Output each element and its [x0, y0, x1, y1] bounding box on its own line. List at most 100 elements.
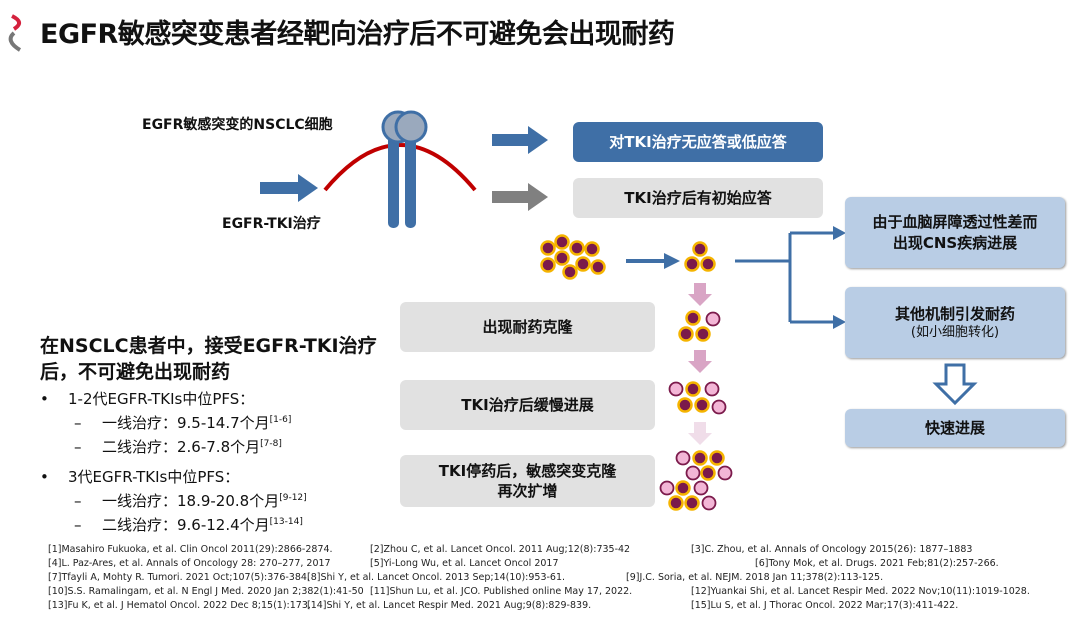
reference: [7]Tfayli A, Mohty R. Tumori. 2021 Oct;1… [48, 572, 310, 583]
item-text: 二线治疗：2.6-7.8个月 [102, 438, 261, 456]
reference: [13]Fu K, et al. J Hematol Oncol. 2022 D… [48, 600, 311, 611]
sensitive-cell-icon [554, 234, 570, 250]
logo-icon [8, 14, 22, 52]
cns-progression-box: 由于血脑屏障透过性差而 出现CNS疾病进展 [845, 197, 1065, 268]
sensitive-cell-icon [685, 310, 701, 326]
group-label: 1-2代EGFR-TKIs中位PFS： [68, 390, 255, 408]
item-text: 二线治疗：9.6-12.4个月 [102, 516, 270, 534]
pfs-item: –二线治疗：2.6-7.8个月[7-8] [74, 438, 282, 456]
pfs-group: •3代EGFR-TKIs中位PFS： [40, 468, 240, 486]
resistant-cell-icon [704, 381, 720, 397]
heading-line1: 在NSCLC患者中，接受EGFR-TKI治疗 [40, 335, 377, 357]
sensitive-cell-icon [584, 241, 600, 257]
sensitive-cell-icon [675, 480, 691, 496]
sensitive-cell-icon [677, 397, 693, 413]
citation: [7-8] [260, 439, 282, 449]
resistant-cell-icon [711, 399, 727, 415]
resistant-cell-icon [701, 495, 717, 511]
reexpansion-box: TKI停药后，敏感突变克隆 再次扩增 [400, 455, 655, 507]
slow-progression-box: TKI治疗后缓慢进展 [400, 380, 655, 430]
arrow-initial-response-icon [492, 183, 548, 211]
arrow-shrink-icon [626, 253, 680, 269]
sensitive-cell-icon [685, 381, 701, 397]
pink-down-arrow-icon [688, 283, 712, 306]
cell-label: EGFR敏感突变的NSCLC细胞 [142, 117, 333, 133]
egfr-receptor-icon [381, 110, 428, 228]
group-label: 3代EGFR-TKIs中位PFS： [68, 468, 240, 486]
reference: [14]Shi Y, et al. Lancet Respir Med. 202… [307, 600, 592, 611]
sensitive-cell-icon [540, 257, 556, 273]
sensitive-cell-icon [692, 241, 708, 257]
sensitive-cell-icon [668, 495, 684, 511]
initial-response-box: TKI治疗后有初始应答 [573, 178, 823, 218]
resistant-clone-box: 出现耐药克隆 [400, 302, 655, 352]
sensitive-cell-icon [575, 256, 591, 272]
bracket-connector [735, 231, 835, 324]
citation: [13-14] [269, 517, 303, 527]
treatment-arrow-icon [260, 174, 318, 202]
sensitive-cell-icon [554, 250, 570, 266]
sensitive-cell-icon [569, 240, 585, 256]
reference: [10]S.S. Ramalingam, et al. N Engl J Med… [48, 586, 364, 597]
reference: [4]L. Paz-Ares, et al. Annals of Oncolog… [48, 558, 331, 569]
resistant-cell-icon [717, 465, 733, 481]
heading-line2: 后，不可避免出现耐药 [40, 361, 231, 383]
other-line1: 其他机制引发耐药 [894, 304, 1015, 323]
sensitive-cell-icon [692, 450, 708, 466]
sensitive-cell-icon [709, 450, 725, 466]
resistant-cell-icon [705, 311, 721, 327]
citation: [9-12] [279, 493, 307, 503]
reference: [15]Lu S, et al. J Thorac Oncol. 2022 Ma… [691, 600, 959, 611]
pink-down-arrow-icon [688, 422, 712, 445]
sensitive-cell-icon [700, 256, 716, 272]
citation: [1-6] [269, 415, 292, 425]
sensitive-cell-icon [590, 259, 606, 275]
sensitive-cell-icon [678, 326, 694, 342]
sensitive-cell-icon [684, 495, 700, 511]
cell-membrane [323, 143, 477, 192]
pfs-item: –二线治疗：9.6-12.4个月[13-14] [74, 516, 303, 534]
pfs-group: •1-2代EGFR-TKIs中位PFS： [40, 390, 255, 408]
sensitive-cell-icon [562, 264, 578, 280]
reference: [5]Yi-Long Wu, et al. Lancet Oncol 2017 [370, 558, 559, 569]
reference: [11]Shun Lu, et al. JCO. Published onlin… [370, 586, 633, 597]
reference: [8]Shi Y, et al. Lancet Oncol. 2013 Sep;… [307, 572, 566, 583]
pfs-item: –一线治疗：9.5-14.7个月[1-6] [74, 414, 292, 432]
reexpansion-line2: 再次扩增 [497, 482, 558, 500]
sensitive-cell-icon [694, 397, 710, 413]
resistant-cell-icon [668, 381, 684, 397]
item-text: 一线治疗：9.5-14.7个月 [102, 414, 270, 432]
reference: [9]J.C. Soria, et al. NEJM. 2018 Jan 11;… [626, 572, 884, 583]
reference: [12]Yuankai Shi, et al. Lancet Respir Me… [691, 586, 1030, 597]
arrow-cns-icon [833, 226, 846, 240]
pink-down-arrow-icon [688, 350, 712, 373]
cns-line2: 出现CNS疾病进展 [892, 233, 1018, 252]
item-text: 一线治疗：18.9-20.8个月 [102, 492, 280, 510]
reference: [1]Masahiro Fukuoka, et al. Clin Oncol 2… [48, 544, 333, 555]
page-title: EGFR敏感突变患者经靶向治疗后不可避免会出现耐药 [40, 19, 675, 50]
pfs-list: •1-2代EGFR-TKIs中位PFS： –一线治疗：9.5-14.7个月[1-… [40, 389, 307, 536]
arrow-no-response-icon [492, 126, 548, 154]
left-heading: 在NSCLC患者中，接受EGFR-TKI治疗 后，不可避免出现耐药 [40, 333, 377, 385]
cns-line1: 由于血脑屏障透过性差而 [872, 213, 1038, 232]
no-response-box: 对TKI治疗无应答或低应答 [573, 122, 823, 162]
other-line2: (如小细胞转化) [910, 324, 1000, 340]
reference: [6]Tony Mok, et al. Drugs. 2021 Feb;81(2… [755, 558, 999, 569]
pfs-item: –一线治疗：18.9-20.8个月[9-12] [74, 492, 307, 510]
rapid-progression-box: 快速进展 [845, 409, 1065, 447]
treatment-label: EGFR-TKI治疗 [222, 216, 321, 232]
sensitive-cell-icon [684, 256, 700, 272]
resistant-cell-icon [659, 480, 675, 496]
reexpansion-line1: TKI停药后，敏感突变克隆 [438, 461, 617, 480]
resistant-cell-icon [693, 480, 709, 496]
arrow-other-icon [833, 315, 846, 329]
reference: [3]C. Zhou, et al. Annals of Oncology 20… [691, 544, 973, 555]
sensitive-cell-icon [540, 240, 556, 256]
sensitive-cell-icon [700, 465, 716, 481]
hollow-down-arrow-icon [932, 363, 978, 406]
resistant-cell-icon [675, 450, 691, 466]
reference: [2]Zhou C, et al. Lancet Oncol. 2011 Aug… [370, 544, 631, 555]
sensitive-cell-icon [695, 326, 711, 342]
